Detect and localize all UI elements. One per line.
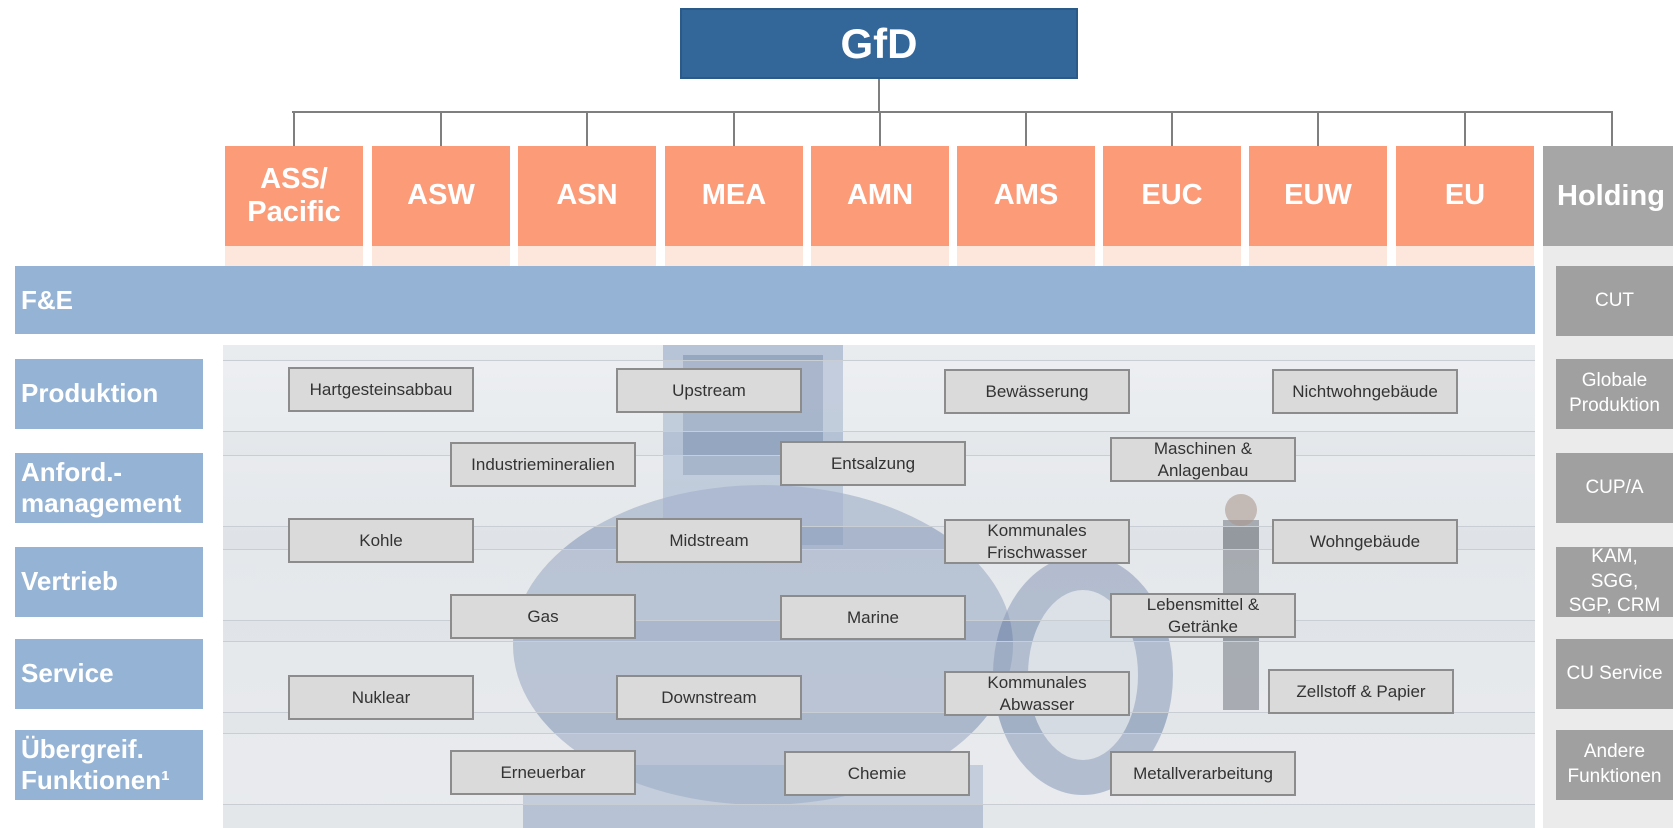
function-row-label: Vertrieb — [15, 547, 203, 617]
holding-function-box: CUP/A — [1556, 453, 1673, 523]
industry-box: Upstream — [616, 368, 802, 413]
region-2: ASN — [518, 146, 656, 246]
industry-box: Lebensmittel & Getränke — [1110, 593, 1296, 638]
connector-drop — [1317, 111, 1319, 146]
region-8: EU — [1396, 146, 1534, 246]
region-5: AMS — [957, 146, 1095, 246]
industry-box: Entsalzung — [780, 441, 966, 486]
industry-box: Maschinen & Anlagenbau — [1110, 437, 1296, 482]
industry-box: Metallverarbeitung — [1110, 751, 1296, 796]
industry-box: Midstream — [616, 518, 802, 563]
industry-box: Wohngebäude — [1272, 519, 1458, 564]
function-row-label: Übergreif. Funktionen¹ — [15, 730, 203, 800]
connector-drop — [1171, 111, 1173, 146]
function-row-label: Service — [15, 639, 203, 709]
connector-drop — [733, 111, 735, 146]
industry-box: Industriemineralien — [450, 442, 636, 487]
connector-drop-holding — [1611, 111, 1613, 146]
industry-box: Kohle — [288, 518, 474, 563]
connector-stem — [878, 79, 880, 112]
holding-function-box: KAM, SGG, SGP, CRM — [1556, 546, 1673, 617]
region-1: ASW — [372, 146, 510, 246]
connector-drop — [293, 111, 295, 146]
industry-box: Erneuerbar — [450, 750, 636, 795]
function-row-label: Produktion — [15, 359, 203, 429]
connector-horizontal — [292, 111, 1613, 113]
function-row-label: Anford.- management — [15, 453, 203, 523]
industry-box: Gas — [450, 594, 636, 639]
industry-box: Marine — [780, 595, 966, 640]
region-3: MEA — [665, 146, 803, 246]
industry-box: Kommunales Abwasser — [944, 671, 1130, 716]
industry-box: Kommunales Frischwasser — [944, 519, 1130, 564]
industry-box: Chemie — [784, 751, 970, 796]
holding-function-box: Andere Funktionen — [1556, 730, 1673, 800]
holding-function-box: CUT — [1556, 266, 1673, 336]
region-7: EUW — [1249, 146, 1387, 246]
function-bar-fe: F&E — [15, 266, 1535, 334]
connector-drop — [1464, 111, 1466, 146]
region-4: AMN — [811, 146, 949, 246]
holding-function-box: CU Service — [1556, 639, 1673, 709]
industry-box: Zellstoff & Papier — [1268, 669, 1454, 714]
connector-drop — [586, 111, 588, 146]
connector-drop — [440, 111, 442, 146]
connector-drop — [879, 111, 881, 146]
region-0: ASS/ Pacific — [225, 146, 363, 246]
industry-box: Hartgesteinsabbau — [288, 367, 474, 412]
org-top-box: GfD — [680, 8, 1078, 79]
holding-function-box: Globale Produktion — [1556, 359, 1673, 429]
industry-box: Bewässerung — [944, 369, 1130, 414]
industry-box: Nichtwohngebäude — [1272, 369, 1458, 414]
industry-box: Downstream — [616, 675, 802, 720]
holding-header: Holding — [1543, 146, 1673, 246]
industry-box: Nuklear — [288, 675, 474, 720]
region-6: EUC — [1103, 146, 1241, 246]
connector-drop — [1025, 111, 1027, 146]
